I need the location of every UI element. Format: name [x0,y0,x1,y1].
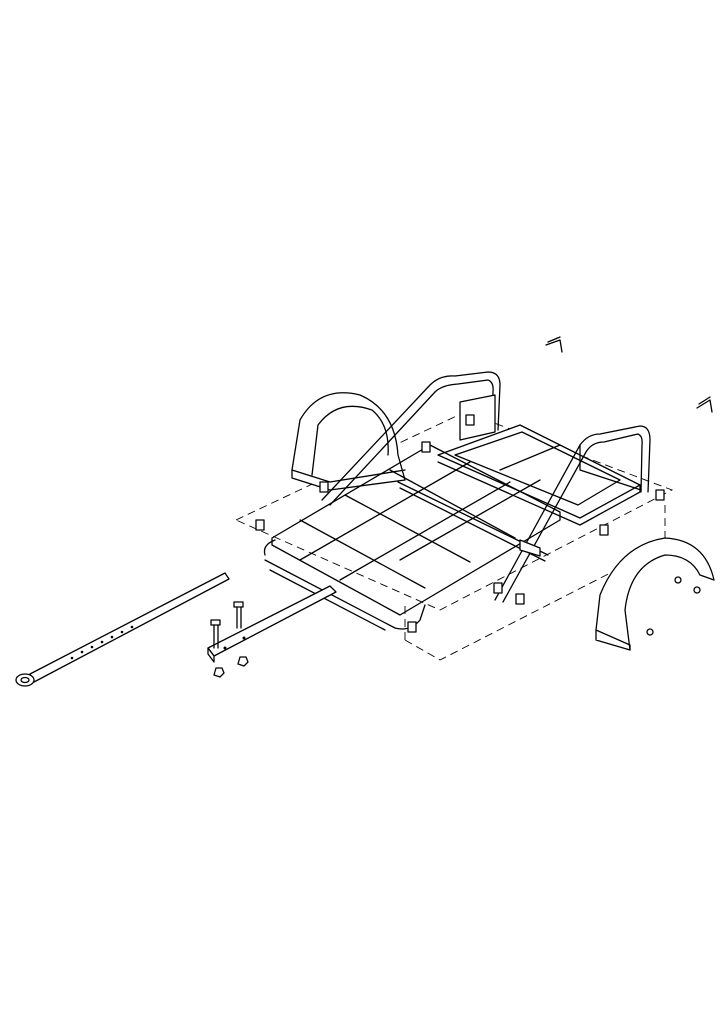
fender-bolt [646,628,654,636]
stop-block [599,524,609,536]
fender-right [595,537,715,651]
bolt [210,619,221,649]
assembly-outline-lower [404,500,666,661]
stop-blocks [255,414,665,633]
assembly-outline-upper [234,411,674,611]
stop-block [515,593,525,605]
loading-hoop-left [321,371,501,506]
loading-hoop-right [494,425,651,603]
rear-platform [437,424,641,526]
tow-bar [15,572,230,687]
stop-block [493,582,503,594]
tow-bar-holes [70,625,134,660]
nut [213,667,225,678]
fender-left [291,392,406,491]
drawbar-tube [207,585,337,663]
stop-block [407,621,417,633]
axle [397,481,549,562]
stop-block [421,441,431,453]
stop-block [655,489,665,501]
pin [545,336,563,353]
stop-block [465,414,475,426]
fender-bolt [674,576,682,584]
nut [237,656,249,667]
fender-bolt [693,586,701,594]
pin [696,396,713,413]
stop-block [319,481,329,493]
stop-block [255,519,265,531]
bolt [233,601,244,629]
